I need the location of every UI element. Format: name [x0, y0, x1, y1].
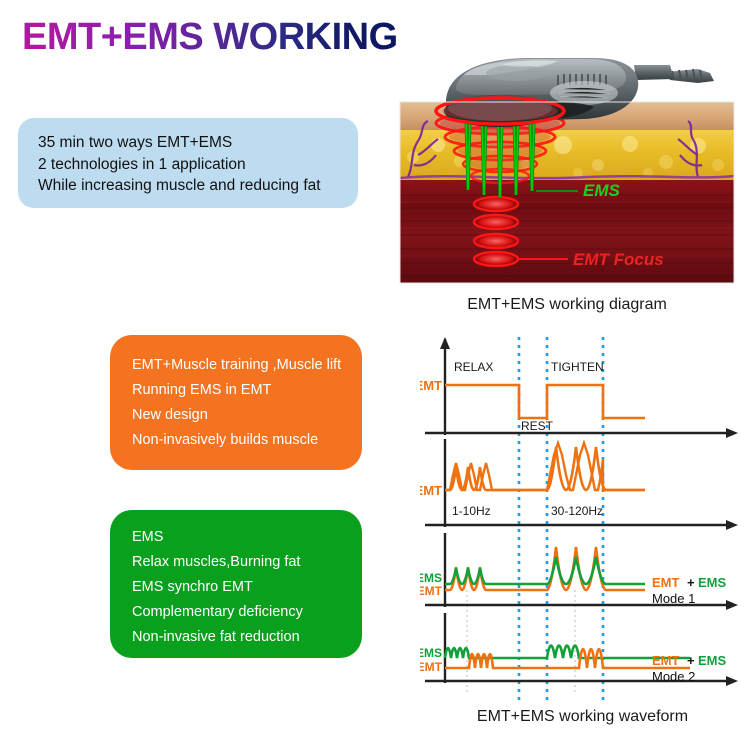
annotation-tighten: TIGHTEN	[551, 360, 604, 374]
mode2-ems-trace	[443, 644, 690, 660]
waveform-chart: EMT RELAX REST TIGHTEN EMT 1-10Hz 30-120…	[420, 335, 750, 705]
diagram-caption: EMT+EMS working diagram	[467, 296, 667, 313]
vessel-network	[406, 120, 703, 178]
muscle-layer	[400, 180, 734, 283]
info-line: While increasing muscle and reducing fat	[38, 177, 321, 194]
waveform-row-4: EMS EMT EMT + EMS Mode 2	[420, 613, 738, 686]
row3-emt-label: EMT	[420, 584, 443, 598]
info-line: Running EMS in EMT	[132, 382, 272, 398]
page-title: EMT+EMS WORKING	[22, 16, 398, 58]
mode2-right-label-ems: EMS	[698, 653, 727, 668]
mode1-right-label-emt: EMT	[652, 575, 680, 590]
row1-series-label: EMT	[420, 378, 442, 393]
info-line: EMS	[132, 529, 164, 545]
info-box-green: EMS Relax muscles,Burning fat EMS synchr…	[110, 510, 362, 658]
info-box-blue: 35 min two ways EMT+EMS 2 technologies i…	[18, 118, 358, 208]
mode2-emt-trace	[445, 647, 690, 670]
y-axis-arrow-icon	[440, 337, 450, 349]
annotation-relax: RELAX	[454, 360, 493, 374]
emt-focus-rings	[472, 195, 520, 268]
info-line: 35 min two ways EMT+EMS	[38, 134, 233, 151]
emt-focus-label: EMT Focus	[573, 250, 664, 269]
applicator-handpiece-icon	[434, 58, 714, 127]
x-axis-arrow-icon	[726, 600, 738, 610]
info-line: Non-invasive fat reduction	[132, 629, 300, 645]
info-box-orange: EMT+Muscle training ,Muscle lift Running…	[110, 335, 362, 470]
guide-lines	[517, 337, 605, 703]
mode1-right-label-ems: EMS	[698, 575, 727, 590]
mode1-right-label-plus: +	[687, 575, 695, 590]
emt-burst-trace	[445, 439, 645, 492]
row3-ems-label: EMS	[420, 571, 442, 585]
x-axis-arrow-icon	[726, 676, 738, 686]
ems-label: EMS	[583, 181, 621, 200]
mode2-right-label-plus: +	[687, 653, 695, 668]
mode1-label: Mode 1	[652, 591, 695, 606]
waveform-row-1: EMT RELAX REST TIGHTEN	[420, 337, 738, 438]
mode1-emt-trace	[445, 546, 645, 592]
muscle-striations	[400, 194, 734, 277]
info-line: Complementary deficiency	[132, 604, 303, 620]
waveform-caption: EMT+EMS working waveform	[476, 708, 689, 725]
info-line: New design	[132, 407, 208, 423]
emt-square-trace	[445, 383, 645, 420]
info-line: 2 technologies in 1 application	[38, 155, 246, 173]
row4-ems-label: EMS	[420, 646, 442, 660]
mode2-label: Mode 2	[652, 669, 695, 684]
x-axis-arrow-icon	[726, 520, 738, 530]
skin-cross-section-diagram: EMS EMT Focus	[398, 45, 736, 285]
annotation-freq-low: 1-10Hz	[452, 504, 491, 518]
info-line: Relax muscles,Burning fat	[132, 554, 301, 570]
info-line: EMS synchro EMT	[132, 579, 253, 595]
x-axis-arrow-icon	[726, 428, 738, 438]
waveform-row-3: EMS EMT EMT + EMS Mode 1	[420, 533, 738, 610]
mode1-ems-trace	[445, 556, 645, 586]
annotation-freq-high: 30-120Hz	[551, 504, 603, 518]
info-line: Non-invasively builds muscle	[132, 432, 319, 448]
dermal-plexus	[400, 174, 734, 180]
annotation-rest: REST	[521, 419, 554, 433]
row4-emt-label: EMT	[420, 660, 443, 674]
tissue-layers	[400, 102, 734, 283]
emt-burst-trace-smooth	[445, 446, 645, 492]
waveform-row-2: EMT 1-10Hz 30-120Hz	[420, 439, 738, 530]
row2-series-label: EMT	[420, 483, 442, 498]
mode2-right-label-emt: EMT	[652, 653, 680, 668]
info-line: EMT+Muscle training ,Muscle lift	[132, 357, 342, 373]
